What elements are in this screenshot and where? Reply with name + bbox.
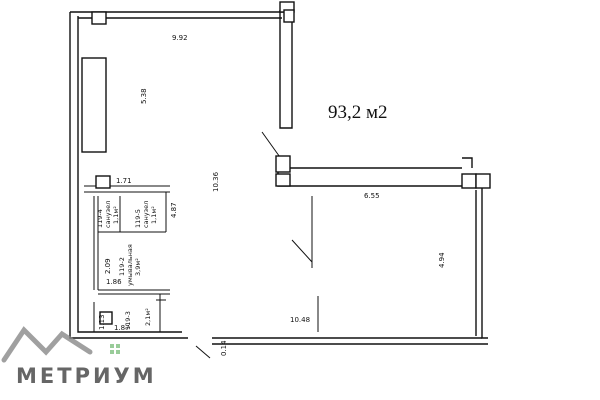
room-number: 119-3 [124,311,132,330]
dim-small-height: 1.13 [98,314,106,330]
columns [91,1,491,325]
dim-bath-height: 4.87 [170,202,178,218]
room-area: 3,9м² [134,258,142,276]
room-119-5: 119-5 санузел 1,1м² [134,201,158,228]
total-area: 93,2 м2 [328,102,388,123]
dim-small-width: 1.87 [114,324,130,332]
dim-corridor: 1.71 [116,177,132,185]
dim-bottom-width: 10.48 [290,316,310,324]
dim-left-wall: 5.38 [140,88,148,104]
brand-logo-icon [1,326,120,363]
dim-bath-width: 1.86 [106,278,122,286]
room-area: 1,1м² [150,206,158,224]
dim-step: 0.14 [220,340,228,356]
room-name: санузел [142,201,150,228]
room-number: 119-5 [134,209,142,228]
dim-center-depth: 10.36 [212,171,220,192]
walls [69,10,488,359]
room-area: 1,1м² [112,206,120,224]
room-119-3: 119-3 2,1м² [124,308,152,330]
room-number: 119-2 [118,257,126,276]
dim-right-room-depth: 4.94 [438,252,446,268]
room-119-4: 119-4 санузел 1,1м² [96,201,120,228]
dim-right-room-width: 6.55 [364,192,380,200]
room-name: санузел [104,201,112,228]
room-number: 119-4 [96,209,104,228]
dim-top-width: 9.92 [172,34,188,42]
room-name: умывальная [126,244,134,286]
room-area: 2,1м² [144,308,152,326]
room-119-2: 119-2 умывальная 3,9м² [118,244,142,286]
dim-left-height: 2.09 [104,258,112,274]
brand-name: МЕТРИУМ [16,364,157,388]
